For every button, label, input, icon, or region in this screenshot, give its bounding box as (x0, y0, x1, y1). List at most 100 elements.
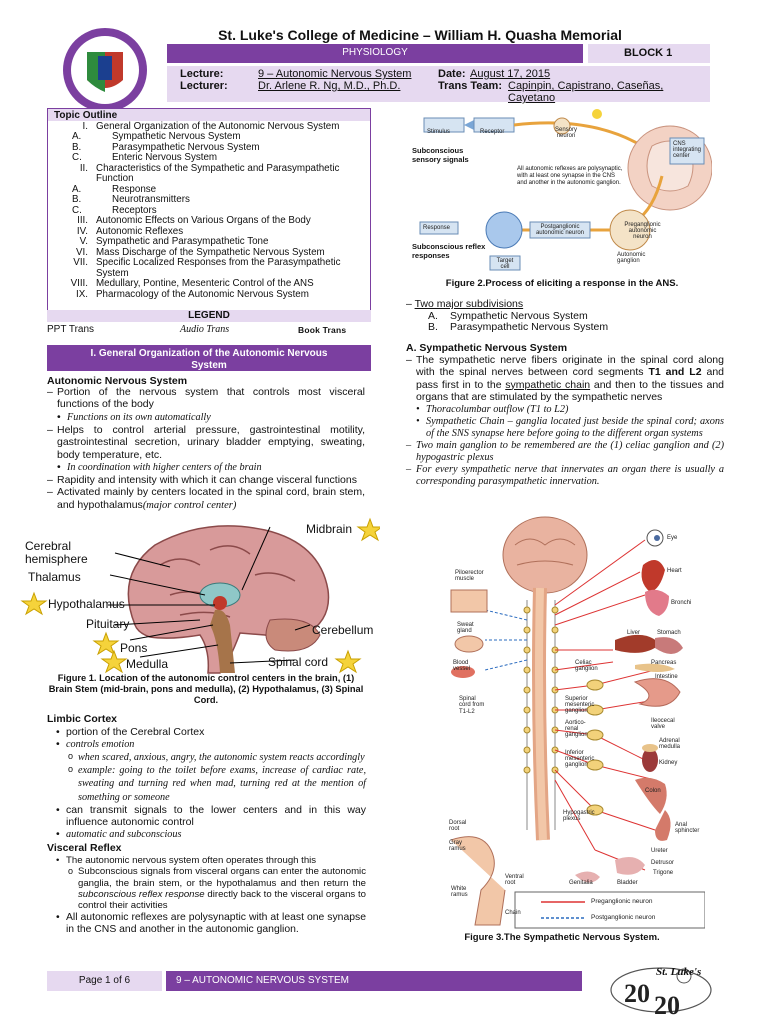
sns-item: For every sympathetic nerve that innerva… (406, 464, 724, 488)
fig3-legend-post: Postganglionic neuron (591, 914, 656, 921)
outline-item-text: Response (112, 183, 157, 195)
outline-item-number: C. (72, 204, 82, 216)
outline-item-number: C. (72, 152, 82, 164)
outline-item: III.Autonomic Effects on Various Organs … (48, 215, 370, 227)
fig3-label-ureter: Ureter (651, 848, 668, 854)
subdivision-a: A.Sympathetic Nervous System (428, 310, 588, 322)
outline-item-number: III. (77, 215, 88, 227)
list-item: Activated mainly by centers located in t… (47, 486, 365, 512)
topic-outline-title: Topic Outline (48, 109, 370, 121)
list-item: controls emotion (56, 738, 366, 751)
fig3-label-blood: Blood vessel (453, 660, 471, 672)
sns-heading: A. Sympathetic Nervous System (406, 342, 568, 354)
block-box (588, 44, 710, 63)
footer-title-bar (166, 971, 582, 991)
fig3-label-hypogastric: Hypogastric plexus (563, 810, 595, 822)
fig2-label-subconscious-sensory: Subconscious sensory signals (412, 146, 469, 164)
fig2-label-stimulus: Stimulus (427, 129, 451, 135)
outline-item: B.Parasympathetic Nervous System (48, 141, 370, 153)
brain-label-pituitary: Pituitary (86, 617, 130, 631)
outline-item-text: General Organization of the Autonomic Ne… (96, 121, 340, 132)
outline-item: C. Receptors (48, 204, 370, 216)
outline-item-text: Specific Localized Responses from the Pa… (96, 257, 341, 279)
figure-3-sympathetic-nervous-system: Eye Heart Bronchi Liver Stomach Pancreas… (445, 510, 705, 930)
fig2-label-subconscious-reflex: Subconscious reflex responses (412, 242, 486, 260)
outline-item: VIII.Medullary, Pontine, Mesenteric Cont… (48, 278, 370, 290)
sns-item: The sympathetic nerve fibers originate i… (406, 354, 724, 404)
list-item: Rapidity and intensity with which it can… (47, 474, 365, 487)
sns-item: Thoracolumbar outflow (T1 to L2) (416, 404, 724, 416)
fig3-label-heart: Heart (667, 568, 682, 574)
limbic-list: portion of the Cerebral Cortexcontrols e… (56, 726, 366, 841)
fig3-label-bronchi: Bronchi (671, 600, 692, 606)
footer-page-number: Page 1 of 6 (78, 975, 131, 986)
brain-label-pons: Pons (120, 641, 148, 655)
subject-title: PHYSIOLOGY (342, 47, 408, 58)
svg-text:20: 20 (624, 979, 650, 1008)
fig2-label-ganglion: Autonomic ganglion (617, 252, 646, 264)
lecture-value: 9 – Autonomic Nervous System (258, 68, 412, 80)
sns-item: Sympathetic Chain – ganglia located just… (416, 416, 724, 440)
sns-item: Two main ganglion to be remembered are t… (406, 440, 724, 464)
fig3-label-eye: Eye (667, 535, 678, 541)
fig3-label-anal: Anal sphincter (675, 822, 700, 834)
fig3-label-ventral: Ventral root (505, 874, 524, 886)
fig2-label-cns: CNS integrating center (673, 141, 702, 159)
outline-item-text: Autonomic Reflexes (96, 225, 184, 237)
visceral-title: Visceral Reflex (47, 842, 122, 854)
footer-logo-text: St. Luke's (656, 966, 702, 978)
fig3-label-genitalia: Genitalia (569, 880, 593, 886)
fig3-label-detrusor: Detrusor (651, 860, 675, 866)
list-item: Portion of the nervous system that contr… (47, 386, 365, 411)
fig2-label-target: Target cell (496, 258, 514, 270)
brain-label-cerebral-hemisphere: Cerebral hemisphere (25, 539, 88, 566)
outline-item-number: A. (72, 131, 82, 143)
list-item: automatic and subconscious (56, 828, 366, 841)
outline-item: II.Characteristics of the Sympathetic an… (48, 162, 370, 185)
outline-item: C. Enteric Nervous System (48, 152, 370, 164)
outline-item-number: VII. (73, 257, 88, 269)
subject-bar (167, 44, 583, 63)
block-label: BLOCK 1 (624, 47, 673, 59)
outline-item-text: Medullary, Pontine, Mesenteric Control o… (96, 278, 314, 290)
brain-label-medulla: Medulla (126, 657, 169, 671)
fig3-label-adrenal: Adrenal medulla (659, 738, 681, 750)
lecture-info-box (167, 66, 710, 102)
fig3-label-inferior-mesenteric: Inferior mesenteric ganglion (565, 750, 595, 768)
outline-item: A. Sympathetic Nervous System (48, 131, 370, 143)
fig2-label-postganglionic: Postganglionic autonomic neuron (535, 224, 585, 236)
fig3-label-pancreas: Pancreas (651, 660, 677, 666)
outline-item-number: B. (72, 194, 82, 206)
fig2-label-preganglionic: Preganglionic autonomic neuron (624, 222, 661, 240)
list-item: Functions on its own automatically (57, 411, 365, 424)
outline-item-text: Receptors (112, 204, 157, 216)
fig2-note: All autonomic reflexes are polysynaptic,… (517, 166, 623, 186)
subdivisions-title: – Two major subdivisions (406, 298, 524, 310)
fig3-label-bladder: Bladder (617, 880, 638, 886)
fig3-label-sweat: Sweat gland (457, 622, 474, 634)
outline-item-text: Characteristics of the Sympathetic and P… (96, 162, 340, 185)
topic-outline-box: Topic Outline I. General Organization of … (47, 108, 371, 314)
outline-item-text: Enteric Nervous System (112, 152, 218, 164)
legend-ppt: PPT Trans (47, 324, 95, 335)
fig3-label-dorsal: Dorsal root (449, 820, 467, 832)
legend-book: Book Trans (298, 325, 347, 335)
outline-item-number: B. (72, 141, 82, 153)
outline-item-text: Sympathetic and Parasympathetic Tone (96, 236, 269, 248)
fig3-label-intestine: Intestine (655, 674, 678, 680)
team-value: Capinpin, Capistrano, Caseñas, Cayetano (508, 80, 664, 105)
fig3-label-ileocecal: Ileocecal valve (651, 718, 675, 730)
fig3-label-spinal: Spinal cord from T1-L2 (459, 696, 485, 715)
outline-item: VII. Specific Localized Responses from th… (48, 257, 370, 279)
outline-item-text: Sympathetic Nervous System (112, 131, 241, 143)
outline-item-number: I. (82, 121, 88, 132)
limbic-title: Limbic Cortex (47, 713, 118, 725)
fig3-label-gray: Gray ramus (449, 840, 466, 852)
outline-item: V.Sympathetic and Parasympathetic Tone (48, 236, 370, 248)
figure-2-ans-response: Stimulus Receptor Sensory neuron Subcons… (412, 106, 712, 274)
footer-page-box (47, 971, 162, 991)
brain-label-spinal-cord: Spinal cord (268, 655, 329, 669)
lecturer-label: Lecturer: (180, 80, 228, 92)
outline-item: A.Response (48, 183, 370, 195)
brain-label-thalamus: Thalamus (28, 570, 81, 584)
